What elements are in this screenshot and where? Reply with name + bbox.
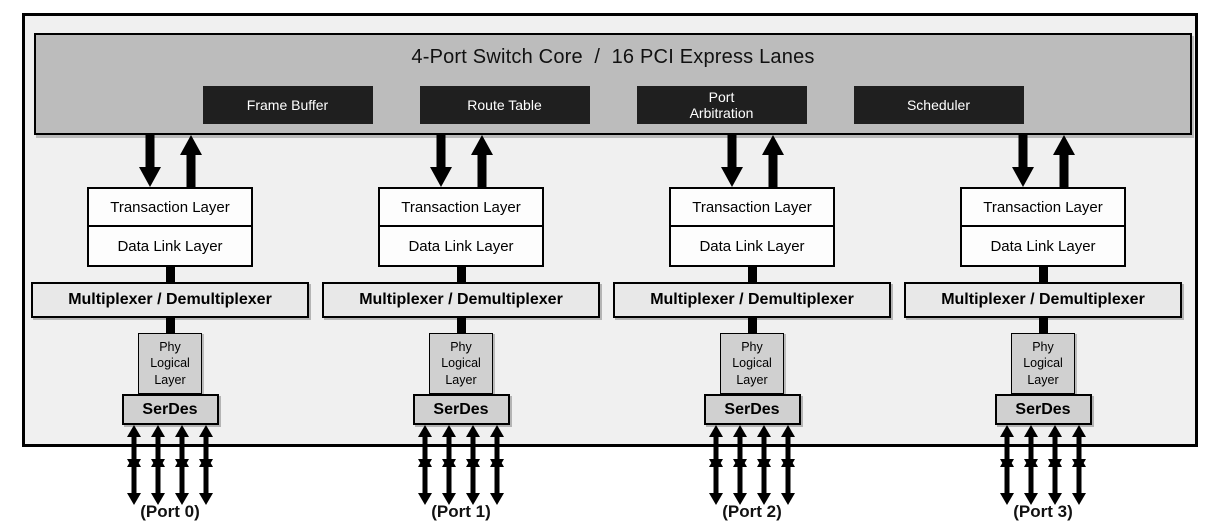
bidirectional-lane-arrow-icon <box>1048 425 1062 505</box>
data-link-layer-box: Data Link Layer <box>378 225 544 267</box>
core-module-scheduler: Scheduler <box>853 86 1024 124</box>
bidirectional-lane-arrow-icon <box>199 425 213 505</box>
bidirectional-lane-arrow-icon <box>709 425 723 505</box>
bidirectional-lane-arrow-icon <box>1024 425 1038 505</box>
transaction-layer-box: Transaction Layer <box>378 187 544 227</box>
connector-stub <box>1038 318 1048 333</box>
phy-logical-layer-box: Phy Logical Layer <box>720 333 784 394</box>
connector-stub <box>456 267 466 282</box>
switch-outer-panel: 4-Port Switch Core / 16 PCI Express Lane… <box>22 13 1198 521</box>
serdes-box: SerDes <box>994 394 1092 425</box>
down-arrow-icon <box>429 135 452 187</box>
port-label: (Port 0) <box>140 502 200 521</box>
port-label: (Port 2) <box>722 502 782 521</box>
lane-arrows <box>415 425 507 505</box>
port-column-1: Transaction Layer Data Link Layer Multip… <box>321 135 601 522</box>
up-arrow-icon <box>179 135 202 187</box>
multiplexer-box: Multiplexer / Demultiplexer <box>613 282 891 318</box>
bidirectional-lane-arrow-icon <box>175 425 189 505</box>
bidirectional-lane-arrow-icon <box>151 425 165 505</box>
core-link-arrows <box>720 135 784 187</box>
bidirectional-lane-arrow-icon <box>418 425 432 505</box>
core-title: 4-Port Switch Core / 16 PCI Express Lane… <box>411 46 815 68</box>
core-module-route-table: Route Table <box>419 86 590 124</box>
multiplexer-box: Multiplexer / Demultiplexer <box>322 282 600 318</box>
switch-core-box: 4-Port Switch Core / 16 PCI Express Lane… <box>34 33 1192 135</box>
core-link-arrows <box>138 135 202 187</box>
transaction-layer-box: Transaction Layer <box>669 187 835 227</box>
multiplexer-box: Multiplexer / Demultiplexer <box>904 282 1182 318</box>
bidirectional-lane-arrow-icon <box>466 425 480 505</box>
port-label: (Port 3) <box>1013 502 1073 521</box>
up-arrow-icon <box>761 135 784 187</box>
port-label: (Port 1) <box>431 502 491 521</box>
lane-arrows <box>706 425 798 505</box>
down-arrow-icon <box>720 135 743 187</box>
down-arrow-icon <box>138 135 161 187</box>
port-column-0: Transaction Layer Data Link Layer Multip… <box>30 135 310 522</box>
serdes-box: SerDes <box>703 394 801 425</box>
bidirectional-lane-arrow-icon <box>733 425 747 505</box>
core-link-arrows <box>429 135 493 187</box>
transaction-layer-box: Transaction Layer <box>87 187 253 227</box>
phy-logical-layer-box: Phy Logical Layer <box>1011 333 1075 394</box>
connector-stub <box>1038 267 1048 282</box>
connector-stub <box>165 267 175 282</box>
lane-arrows <box>124 425 216 505</box>
up-arrow-icon <box>470 135 493 187</box>
up-arrow-icon <box>1052 135 1075 187</box>
multiplexer-box: Multiplexer / Demultiplexer <box>31 282 309 318</box>
port-column-2: Transaction Layer Data Link Layer Multip… <box>612 135 892 522</box>
connector-stub <box>165 318 175 333</box>
core-module-port-arbitration: Port Arbitration <box>636 86 807 124</box>
data-link-layer-box: Data Link Layer <box>960 225 1126 267</box>
serdes-box: SerDes <box>121 394 219 425</box>
connector-stub <box>747 318 757 333</box>
bidirectional-lane-arrow-icon <box>1000 425 1014 505</box>
transaction-layer-box: Transaction Layer <box>960 187 1126 227</box>
core-link-arrows <box>1011 135 1075 187</box>
bidirectional-lane-arrow-icon <box>781 425 795 505</box>
bidirectional-lane-arrow-icon <box>127 425 141 505</box>
bidirectional-lane-arrow-icon <box>490 425 504 505</box>
serdes-box: SerDes <box>412 394 510 425</box>
port-column-3: Transaction Layer Data Link Layer Multip… <box>903 135 1183 522</box>
phy-logical-layer-box: Phy Logical Layer <box>429 333 493 394</box>
bidirectional-lane-arrow-icon <box>1072 425 1086 505</box>
data-link-layer-box: Data Link Layer <box>87 225 253 267</box>
phy-logical-layer-box: Phy Logical Layer <box>138 333 202 394</box>
core-modules-row: Frame Buffer Route Table Port Arbitratio… <box>36 86 1190 124</box>
core-module-frame-buffer: Frame Buffer <box>202 86 373 124</box>
connector-stub <box>456 318 466 333</box>
bidirectional-lane-arrow-icon <box>442 425 456 505</box>
connector-stub <box>747 267 757 282</box>
bidirectional-lane-arrow-icon <box>757 425 771 505</box>
data-link-layer-box: Data Link Layer <box>669 225 835 267</box>
lane-arrows <box>997 425 1089 505</box>
down-arrow-icon <box>1011 135 1034 187</box>
